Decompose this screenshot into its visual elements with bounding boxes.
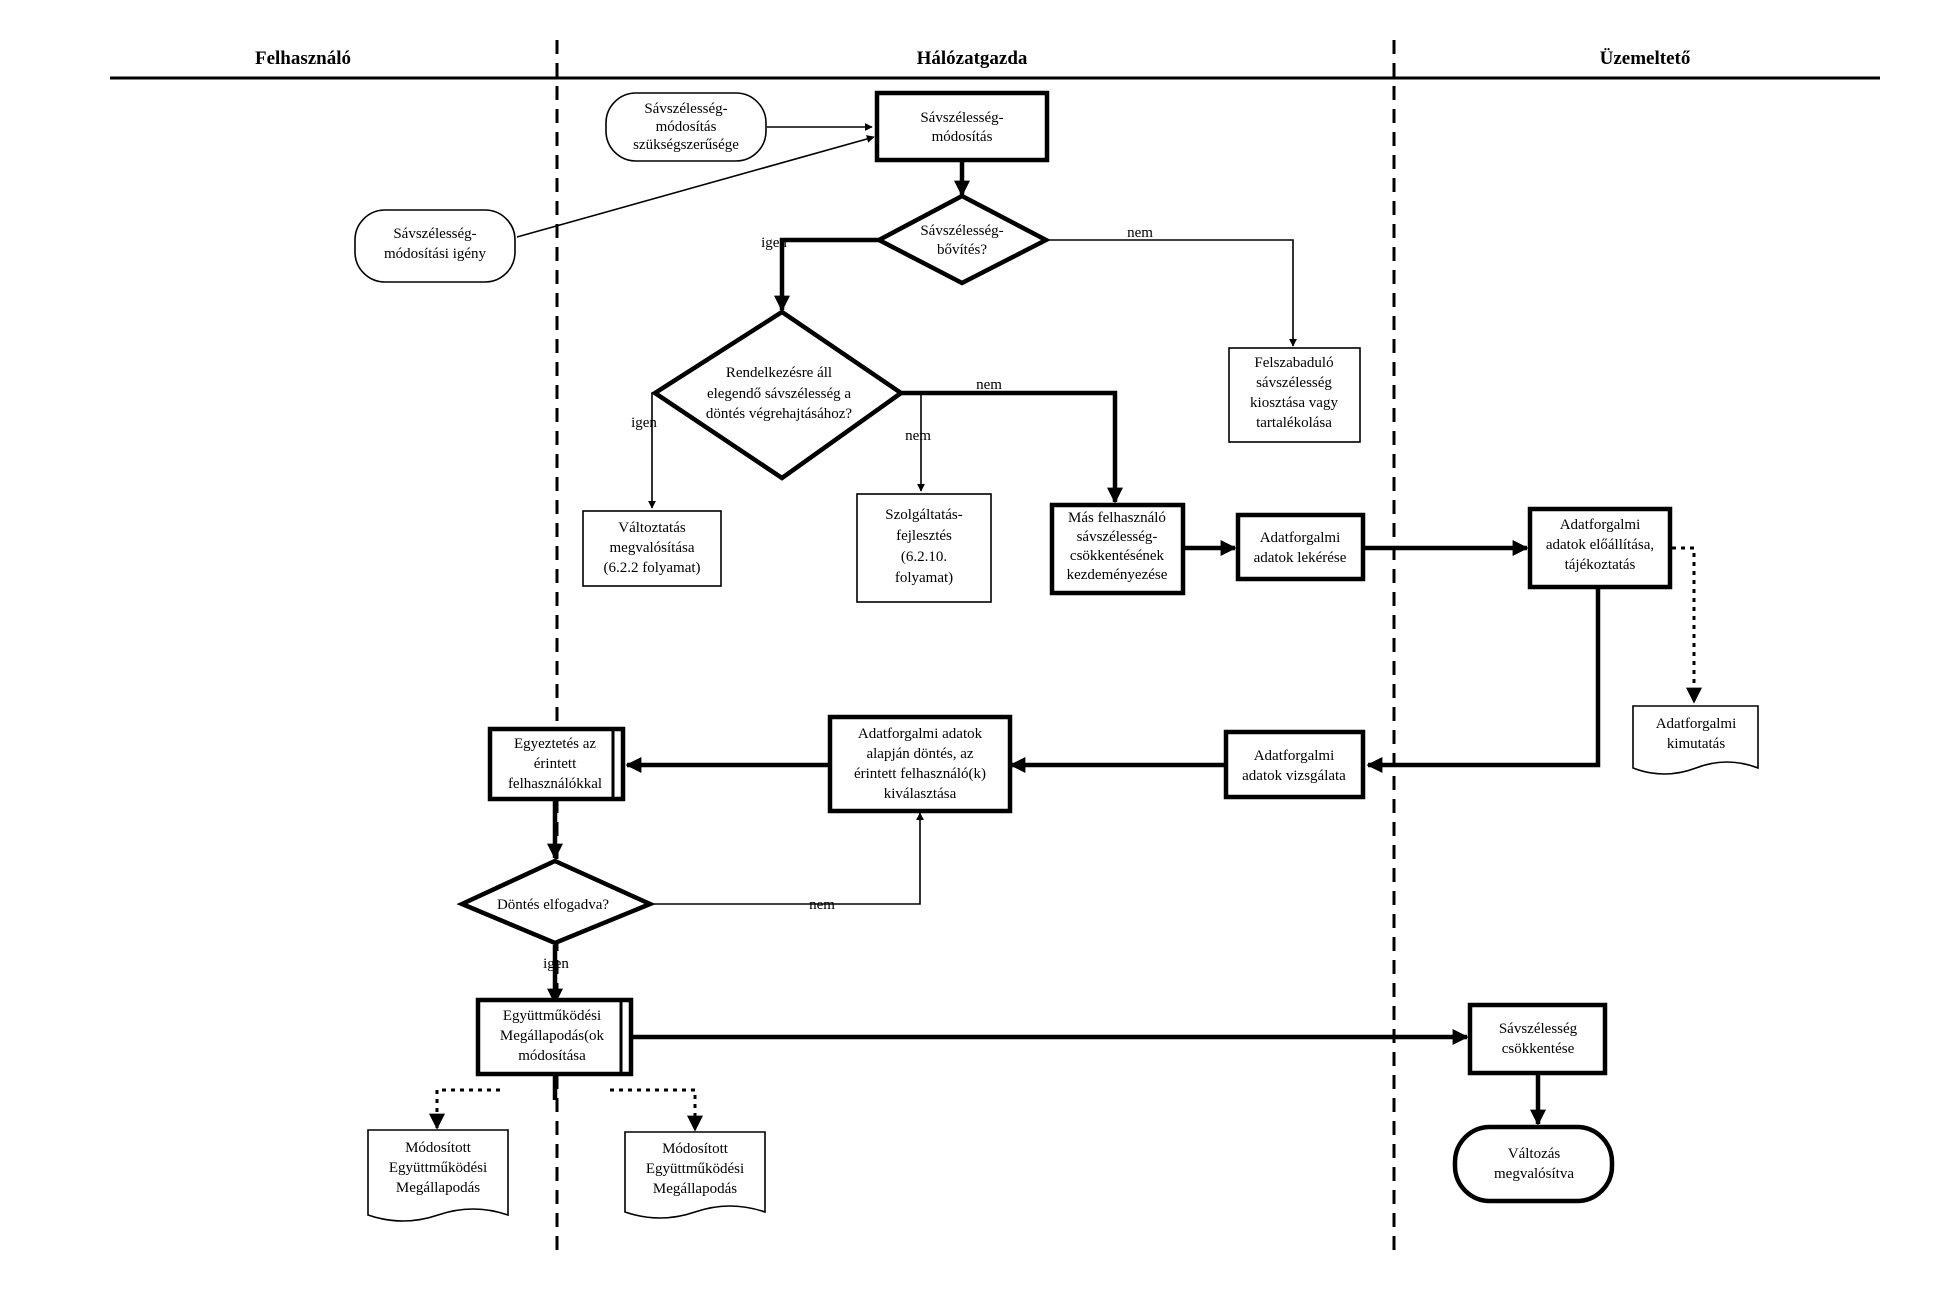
svg-text:Döntés elfogadva?: Döntés elfogadva? (497, 897, 609, 913)
label-expand-no: nem (1127, 225, 1153, 241)
label-expand-yes: igen (761, 235, 787, 251)
edge-produce-to-report (1672, 546, 1702, 704)
label-accepted-no: nem (809, 897, 835, 913)
node-service-dev: Szolgáltatás-fejlesztés(6.2.10.folyamat) (856, 493, 992, 603)
edge-expand-yes (774, 237, 879, 312)
node-accepted-decision: Döntés elfogadva? (456, 858, 656, 946)
svg-text:Sávszélesség-módosítási igény: Sávszélesség-módosítási igény (384, 226, 487, 262)
label-available-yes: igen (631, 415, 657, 431)
node-expand-decision: Sávszélesség-bővítés? (874, 193, 1051, 286)
lane-title-halozatgazda: Hálózatgazda (917, 48, 1028, 69)
svg-text:Sávszélesség-bővítés?: Sávszélesség-bővítés? (920, 223, 1003, 258)
svg-text:Szolgáltatás-fejlesztés(6.2.10: Szolgáltatás-fejlesztés(6.2.10.folyamat) (885, 507, 962, 586)
label-accepted-yes: igen (543, 956, 569, 972)
label-available-no-1: nem (905, 428, 931, 444)
edge-available-no-reduce (901, 390, 1123, 504)
edge-produce-to-exam (1366, 588, 1601, 773)
edge-request-to-modify (516, 135, 875, 238)
label-available-no-2: nem (976, 377, 1002, 393)
node-request: Sávszélesség-módosítási igény (354, 209, 516, 283)
lane-title-felhasznalo: Felhasználó (255, 48, 351, 69)
svg-text:Sávszélesség-módosítás: Sávszélesség-módosítás (920, 110, 1003, 145)
lane-title-uzemelteto: Üzemeltető (1600, 48, 1691, 69)
edge-agreement-to-doc2 (610, 1088, 703, 1132)
edge-agreement-to-doc1 (429, 1088, 500, 1130)
node-modify: Sávszélesség-módosítás (874, 90, 1050, 163)
edge-available-yes (648, 392, 656, 509)
edge-expand-no (1046, 239, 1297, 347)
edge-accepted-no (650, 812, 924, 905)
